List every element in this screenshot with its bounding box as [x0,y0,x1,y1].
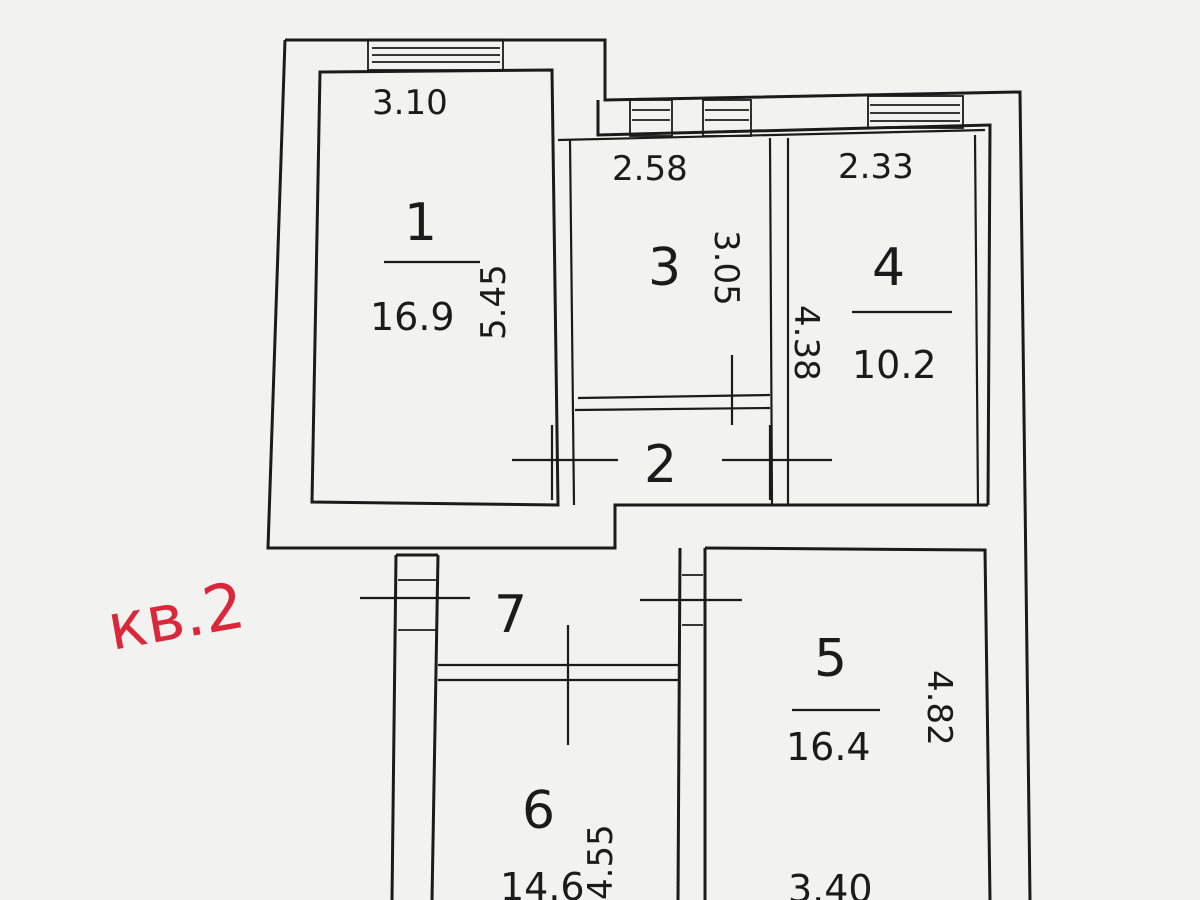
room-4-area: 10.2 [852,343,937,387]
window-room-3-b [702,99,752,137]
room-3-number: 3 [648,238,681,298]
room-4-number: 4 [872,238,905,298]
room-4-length: 4.38 [786,305,826,381]
room-1-area: 16.9 [370,295,455,339]
room-5-area: 16.4 [786,725,871,769]
room-5-number: 5 [814,629,847,689]
room-5-width: 3.40 [788,867,873,900]
partitions [438,128,986,682]
room-1-length: 5.45 [474,264,514,340]
room-5-length: 4.82 [919,670,959,746]
window-room-4 [867,95,964,129]
room-6-area: 14.6 [500,865,585,900]
apartment-label: кв.2 [102,569,250,666]
window-room-7 [398,574,703,631]
fraction-lines [384,260,952,712]
room-6-number: 6 [522,781,555,841]
window-room-3-a [629,99,673,137]
room-1-width: 3.10 [372,83,448,123]
room-4-width: 2.33 [838,147,914,187]
door-markers [360,355,832,745]
room-3-width: 2.58 [612,149,688,189]
window-room-1 [367,39,504,71]
room-6-length: 4.55 [581,824,621,900]
room-2-number: 2 [644,435,677,495]
room-3-length: 3.05 [706,230,746,306]
room-1-number: 1 [404,193,437,253]
room-7-number: 7 [494,585,527,645]
